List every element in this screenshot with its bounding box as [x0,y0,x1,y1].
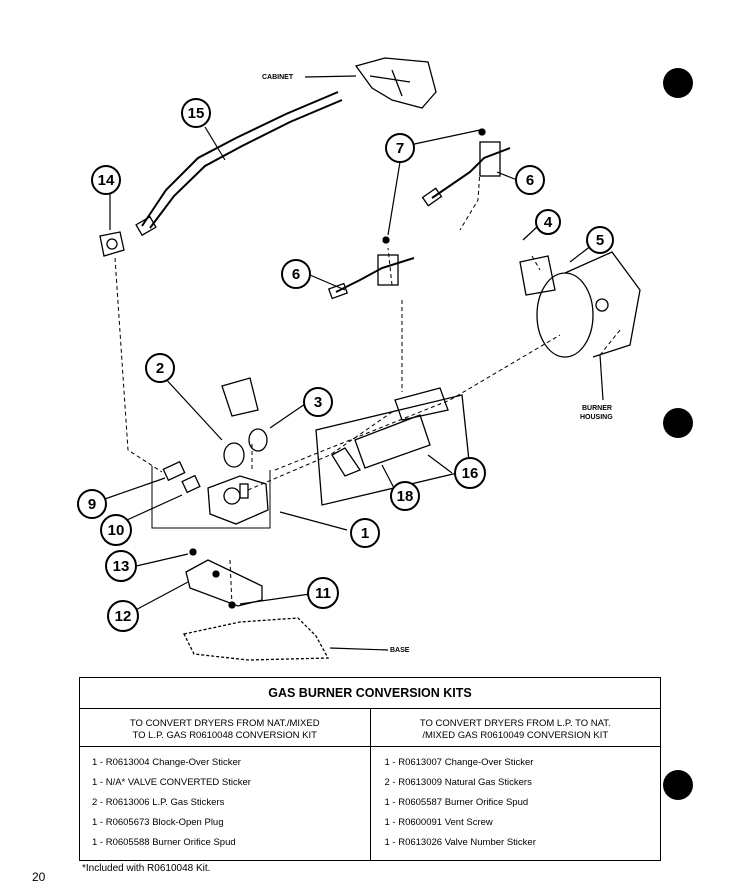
callout-num-4: 4 [544,214,553,231]
callout-num-10: 10 [108,522,125,539]
label-burner: BURNER [582,405,612,412]
label-housing: HOUSING [580,414,613,421]
callout-7 [385,133,415,163]
callout-num-12: 12 [115,608,132,625]
right-header-line1: TO CONVERT DRYERS FROM L.P. TO NAT. [419,717,611,729]
valve-bracket [185,559,263,607]
table-title: GAS BURNER CONVERSION KITS [80,678,660,709]
callout-6-lower [281,259,311,289]
left-column-header: TO CONVERT DRYERS FROM NAT./MIXED TO L.P… [80,709,370,747]
orifice-nut [181,474,201,494]
list-item: 1 - N/A* VALVE CONVERTED Sticker [92,777,251,788]
list-item: 1 - R0605673 Block-Open Plug [92,817,224,828]
label-cabinet: CABINET [262,74,294,81]
callout-6-upper [515,165,545,195]
callout-12 [107,600,139,632]
burner-housing [536,272,594,358]
table-columns: TO CONVERT DRYERS FROM NAT./MIXED TO L.P… [80,709,660,860]
callout-num-6-upper: 6 [526,172,534,189]
callout-18 [390,481,420,511]
binder-hole-middle [663,408,693,438]
callout-num-7: 7 [396,140,404,157]
callout-numbers: 15 14 7 6 6 4 5 2 3 16 18 9 10 1 13 11 1… [88,105,604,625]
callout-num-13: 13 [113,558,130,575]
right-column-header: TO CONVERT DRYERS FROM L.P. TO NAT. /MIX… [370,709,660,747]
right-header-line2: /MIXED GAS R0610049 CONVERSION KIT [422,729,609,741]
callout-num-18: 18 [397,488,414,505]
cabinet-part [354,57,437,109]
conversion-kits-table: GAS BURNER CONVERSION KITS TO CONVERT DR… [79,677,661,861]
valve-coil-2 [248,428,268,452]
callout-11 [307,577,339,609]
label-base: BASE [390,647,410,654]
dashed-assembly-lines [114,169,621,606]
callout-10 [100,514,132,546]
parts [99,57,641,661]
page-number: 20 [32,870,46,884]
left-column: TO CONVERT DRYERS FROM NAT./MIXED TO L.P… [80,709,371,860]
callout-num-2: 2 [156,360,164,377]
callout-9 [77,489,107,519]
callout-num-3: 3 [314,394,322,411]
list-item: 1 - R0600091 Vent Screw [384,817,493,828]
callout-4 [535,209,561,235]
gas-valve [207,475,269,525]
left-header-line2: TO L.P. GAS R0610048 CONVERSION KIT [132,729,317,741]
callout-num-15: 15 [188,105,205,122]
callout-5 [586,226,614,254]
list-item: 2 - R0613009 Natural Gas Stickers [384,777,532,788]
callout-15 [181,98,211,128]
screw [189,548,197,556]
callout-14 [91,165,121,195]
orifice-fitting [162,460,186,482]
callout-markers [77,98,614,632]
binder-hole-top [663,68,693,98]
shutoff-valve [99,231,125,257]
callout-num-5: 5 [596,232,604,249]
callout-13 [105,550,137,582]
footnote: *Included with R0610048 Kit. [82,863,211,874]
callout-num-1: 1 [361,525,369,542]
gas-pipe [141,91,343,229]
base-part [183,617,330,661]
binder-hole-bottom [663,770,693,800]
valve-coil [223,442,245,468]
left-rows: 1 - R0613004 Change-Over Sticker 1 - N/A… [80,747,370,853]
callout-1 [350,518,380,548]
list-item: 2 - R0613006 L.P. Gas Stickers [92,797,225,808]
list-item: 1 - R0613007 Change-Over Sticker [384,757,534,768]
callout-num-16: 16 [462,465,479,482]
callout-num-9: 9 [88,496,96,513]
list-item: 1 - R0605588 Burner Orifice Spud [92,837,236,848]
callout-2 [145,353,175,383]
right-column: TO CONVERT DRYERS FROM L.P. TO NAT. /MIX… [370,709,661,860]
wire-harness-lower [335,257,415,293]
list-item: 1 - R0613004 Change-Over Sticker [92,757,241,768]
callout-num-14: 14 [98,172,115,189]
right-rows: 1 - R0613007 Change-Over Sticker 2 - R06… [371,747,661,853]
callout-num-6-lower: 6 [292,266,300,283]
list-item: 1 - R0613026 Valve Number Sticker [384,837,536,848]
wire-harness-upper [431,147,511,199]
callout-16 [454,457,486,489]
part-labels: CABINET BURNER HOUSING BASE [262,74,613,654]
exploded-parts-diagram: 15 14 7 6 6 4 5 2 3 16 18 9 10 1 13 11 1… [77,57,641,661]
callout-3 [303,387,333,417]
callout-num-11: 11 [315,585,331,602]
list-item: 1 - R0605587 Burner Orifice Spud [384,797,529,808]
left-header-line1: TO CONVERT DRYERS FROM NAT./MIXED [129,717,320,729]
leader-lines [101,75,604,651]
